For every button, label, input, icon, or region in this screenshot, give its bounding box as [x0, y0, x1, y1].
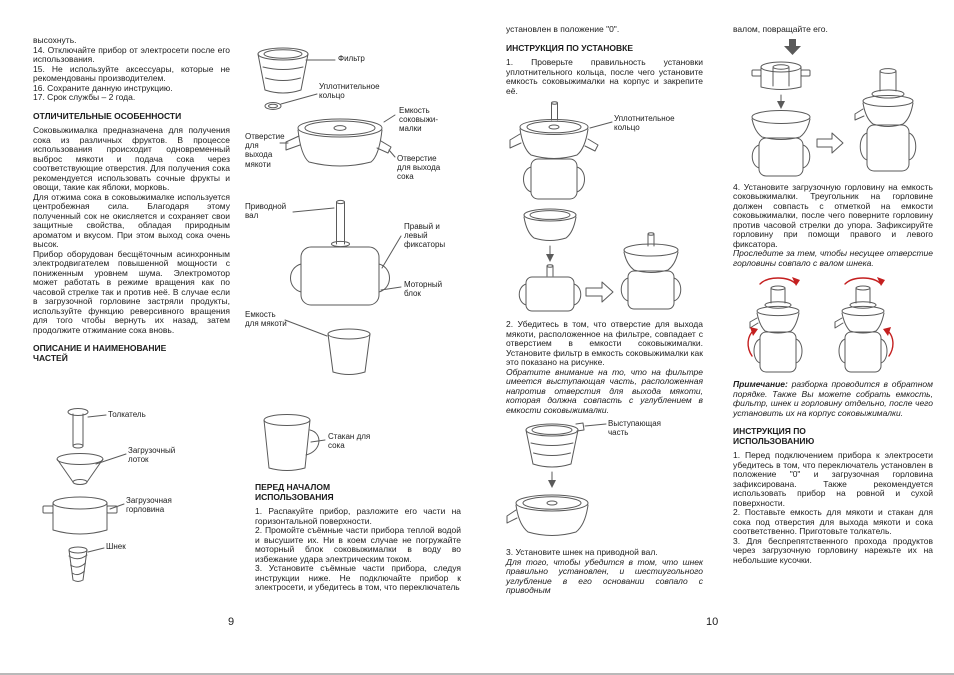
heading-use: ИНСТРУКЦИЯ ПО ИСПОЛЬЗОВАНИЮ — [733, 426, 815, 446]
use-step-2: 2. Поставьте емкость для мякоти и стакан… — [733, 507, 933, 537]
page9-column2: ПЕРЕД НАЧАЛОМ ИСПОЛЬЗОВАНИЯ 1. Распакуйт… — [255, 482, 461, 593]
label-juice-cup: Стакан для сока — [328, 432, 371, 451]
features-paragraph-1: Соковыжималка предназначена для получени… — [33, 125, 230, 193]
features-paragraph-3: Прибор оборудован бесщёточным асинхронны… — [33, 248, 230, 335]
rotation-arrow-icon — [759, 277, 797, 285]
chute-assembly-svg — [751, 38, 917, 177]
figure-bowl-assembly — [506, 204, 703, 316]
figure-chute-assembly — [733, 38, 933, 179]
before-use-step-3: 3. Установите съёмные части прибора, сле… — [255, 563, 461, 593]
use-step-1: 1. Перед подключением прибора к электрос… — [733, 450, 933, 508]
label-pusher: Толкатель — [108, 410, 146, 419]
heading-install: ИНСТРУКЦИЯ ПО УСТАНОВКЕ — [506, 42, 634, 53]
label-fixators: Правый и левый фиксаторы — [404, 222, 446, 250]
install-step-1: 1. Проверьте правильность установки упло… — [506, 57, 703, 96]
label-protrusion: Выступающая часть — [608, 419, 661, 438]
install-step-3: 3. Установите шнек на приводной вал. — [506, 547, 658, 558]
before-use-step-2: 2. Промойте съёмные части прибора теплой… — [255, 525, 461, 564]
label-filter: Фильтр — [338, 54, 365, 63]
rotation-svg — [747, 277, 894, 373]
instruction-item-14: 14. Отключайте прибор от электросети пос… — [33, 44, 230, 65]
use-step-3: 3. Для беспрепятственного прохода продук… — [733, 535, 933, 565]
note-disassembly: Примечание: разборка проводится в обратн… — [733, 379, 933, 418]
rotation-arrow-icon — [844, 277, 882, 285]
parts-diagram-svg — [42, 408, 127, 582]
features-paragraph-2: Для отжима сока в соковыжималке использу… — [33, 191, 230, 250]
page10-column3: установлен в положение "0". ИНСТРУКЦИЯ П… — [506, 24, 703, 596]
filter-insert-svg — [506, 422, 607, 537]
label-chute: Загрузочная горловина — [126, 496, 172, 515]
paragraph-continuation: установлен в положение "0". — [506, 24, 620, 34]
instruction-item-15: 15. Не используйте аксессуары, которые н… — [33, 63, 230, 84]
paragraph-continuation: высохнуть. — [33, 35, 77, 45]
exploded-parts-diagram: Фильтр Уплотнительное кольцо Емкость сок… — [243, 40, 461, 475]
bowl-ring-svg — [509, 101, 613, 200]
figure-rotation — [733, 272, 933, 376]
label-juice-outlet: Отверстие для выхода сока — [397, 154, 441, 182]
install-step-2: 2. Убедитесь в том, что отверстие для вы… — [506, 319, 703, 368]
paragraph-continuation: валом, повращайте его. — [733, 24, 828, 34]
install-step-4: 4. Установите загрузочную горловину на е… — [733, 181, 933, 249]
note-text: разборка проводится в обратном порядке. … — [733, 379, 933, 418]
figure-bowl-ring: Уплотнительное кольцо — [506, 100, 703, 200]
label-sealing-ring: Уплотнительное кольцо — [319, 82, 380, 101]
instruction-item-17: 17. Срок службы – 2 года. — [33, 92, 136, 103]
label-pulp-container: Емкость для мякоти — [245, 310, 287, 329]
before-use-step-1: 1. Распакуйте прибор, разложите его част… — [255, 506, 461, 526]
down-arrow-icon — [784, 38, 801, 55]
page-number-right: 10 — [706, 616, 719, 628]
label-bowl: Емкость соковыжи- малки — [399, 106, 439, 134]
heading-before-use: ПЕРЕД НАЧАЛОМ ИСПОЛЬЗОВАНИЯ — [255, 482, 334, 502]
instruction-item-16: 16. Сохраните данную инструкцию. — [33, 82, 173, 93]
note-check-auger: Для того, чтобы убедится в том, что шнек… — [506, 556, 703, 596]
note-attention: Обратите внимание на то, что на фильтре … — [506, 366, 703, 415]
label-sealing-ring-install: Уплотнительное кольцо — [614, 114, 675, 133]
heading-parts: ОПИСАНИЕ И НАИМЕНОВАНИЕ ЧАСТЕЙ — [33, 343, 167, 363]
page9-column1: высохнуть. 14. Отключайте прибор от элек… — [33, 35, 230, 369]
page10-column4: валом, повращайте его. — [733, 24, 933, 565]
page-edge-line — [0, 673, 954, 675]
label-drive-shaft: Приводной вал — [245, 202, 287, 221]
heading-features: ОТЛИЧИТЕЛЬНЫЕ ОСОБЕННОСТИ — [33, 110, 182, 121]
figure-filter-insert: Выступающая часть — [506, 419, 703, 544]
label-tray: Загрузочный лоток — [128, 446, 176, 465]
bowl-assembly-svg — [518, 208, 682, 312]
label-motor-block: Моторный блок — [404, 280, 443, 299]
label-auger: Шнек — [106, 542, 126, 551]
label-pulp-outlet: Отверстие для выхода мякоти — [245, 132, 285, 169]
parts-diagram-main: Толкатель Загрузочный лоток Загрузочная … — [40, 402, 230, 584]
exploded-parts-svg — [257, 47, 402, 471]
page-number-left: 9 — [228, 616, 235, 628]
note-label: Примечание: — [733, 379, 788, 390]
note-follow: Проследите за тем, чтобы несущее отверст… — [733, 248, 933, 268]
